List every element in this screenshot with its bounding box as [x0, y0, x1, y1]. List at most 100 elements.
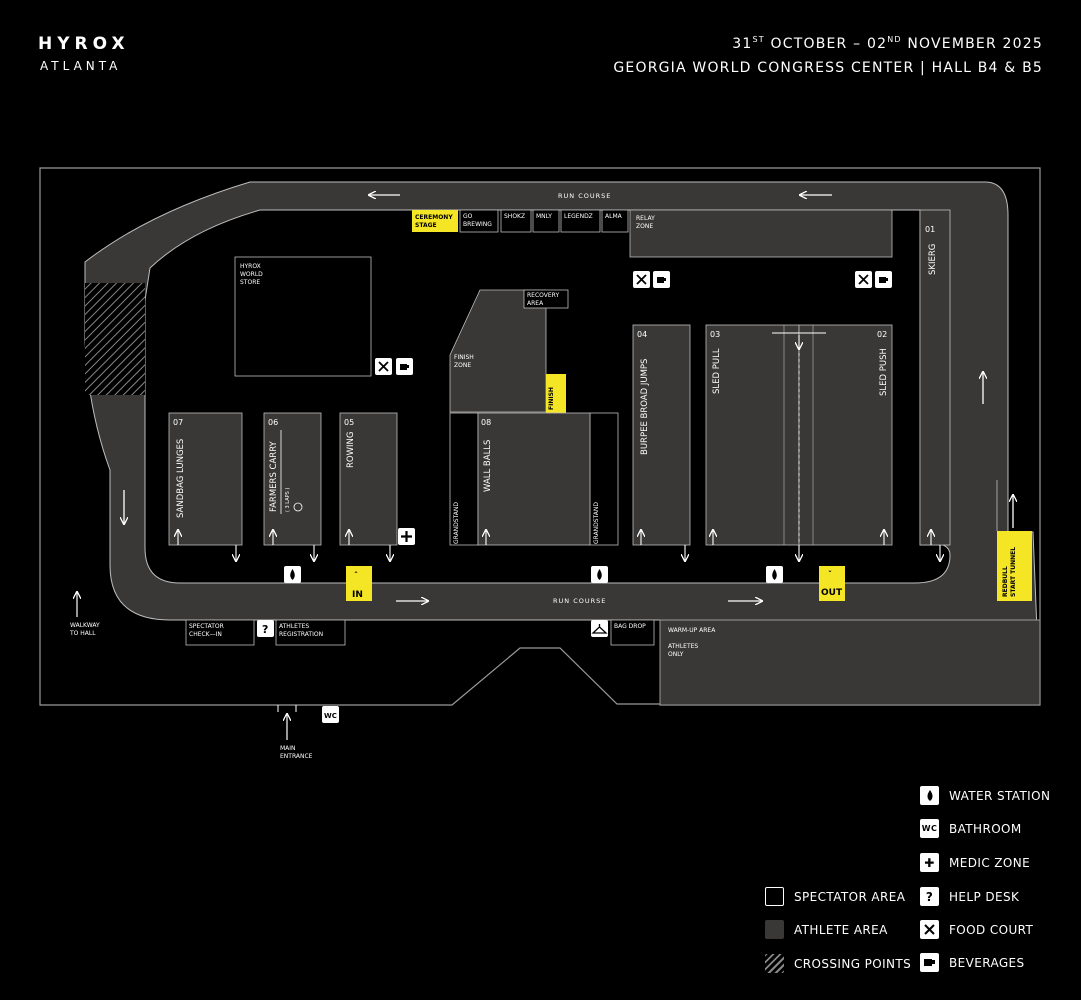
store-label-2: WORLD [240, 271, 263, 278]
legend-bathroom: WC BATHROOM [920, 819, 1022, 838]
station-04-burpee-broad-jumps [632, 324, 691, 546]
booth-go-brewing [459, 209, 499, 233]
athlete-area-swatch [765, 920, 784, 939]
city-name: ATLANTA [40, 59, 122, 73]
run-course-bottom-label: RUN COURSE [553, 597, 606, 605]
s07-name: SANDBAG LUNGES [176, 439, 186, 518]
redbull-label-2: START TUNNEL [1010, 547, 1017, 597]
recovery-label-1: RECOVERY [527, 292, 559, 299]
s06-note: ( 3 LAPS ) [285, 488, 291, 512]
medic-zone-icon: ✚ [920, 853, 939, 872]
station-07-sandbag-lunges [168, 412, 243, 546]
legendz-label: LEGENDZ [564, 213, 593, 220]
food-court-icon [633, 271, 650, 288]
out-chevron-icon: ˇ [828, 569, 832, 579]
food-court-icon [375, 358, 392, 375]
date-mid: OCTOBER – 02 [764, 36, 888, 52]
athletes-only-label-1: ATHLETES [668, 643, 698, 650]
beverages-icon [920, 953, 939, 972]
finish-line [546, 374, 566, 414]
athletes-registration [275, 619, 346, 646]
medic-zone-icon [398, 528, 415, 545]
legend-help-label: HELP DESK [949, 889, 1020, 904]
legend-athlete: ATHLETE AREA [765, 920, 888, 939]
crossing-points-swatch [765, 954, 784, 973]
bag-drop [610, 619, 655, 646]
booth-shokz [500, 209, 532, 233]
s03-name: SLED PULL [712, 348, 722, 394]
recovery-area [523, 289, 569, 309]
station-arrows [178, 530, 940, 561]
s04-name: BURPEE BROAD JUMPS [640, 359, 650, 455]
grandstand-left [449, 412, 479, 546]
wc-icon-text: WC [324, 712, 337, 720]
out-label: OUT [821, 588, 843, 598]
ceremony-label-2: STAGE [415, 222, 437, 229]
help-desk-icon: ? [920, 887, 939, 906]
ceremony-label-1: CEREMONY [415, 214, 453, 221]
bag-drop-icon [591, 620, 608, 637]
legend-crossing-label: CROSSING POINTS [794, 956, 912, 971]
s07-num: 07 [173, 418, 183, 427]
station-01-skierg [919, 209, 951, 546]
food-court-icon [920, 920, 939, 939]
registration-label-2: REGISTRATION [279, 631, 323, 638]
beverages-icon [396, 358, 413, 375]
bag-drop-label: BAG DROP [614, 623, 646, 630]
water-station-icon [766, 566, 783, 583]
water-station-icon [920, 786, 939, 805]
grandstand-left-label: GRANDSTAND [453, 502, 460, 544]
booth-alma [601, 209, 629, 233]
legend-food-label: FOOD COURT [949, 922, 1034, 937]
in-chevron-icon: ˆ [354, 570, 358, 580]
walkway-label-1: WALKWAY [70, 622, 100, 629]
help-desk-icon: ? [257, 620, 274, 637]
relay-zone-label-2: ZONE [636, 223, 653, 230]
grandstand-right-label: GRANDSTAND [593, 502, 600, 544]
s08-name: WALL BALLS [483, 440, 493, 492]
food-court-icon [855, 271, 872, 288]
entrance-label-1: MAIN [280, 745, 296, 752]
grandstand-right [589, 412, 619, 546]
svg-text:?: ? [262, 623, 268, 636]
date-sup2: ND [887, 35, 902, 44]
legend-beverages-label: BEVERAGES [949, 955, 1025, 970]
go-label-2: BREWING [463, 221, 492, 228]
legend-water-label: WATER STATION [949, 788, 1051, 803]
legend-help: ? HELP DESK [920, 887, 1019, 906]
alma-label: ALMA [605, 213, 623, 220]
bathroom-icon: WC [322, 706, 339, 723]
warmup-label: WARM-UP AREA [668, 627, 716, 634]
relay-zone-label-1: RELAY [636, 215, 655, 222]
booth-mnly [532, 209, 560, 233]
hyrox-world-store [234, 256, 372, 377]
store-label-1: HYROX [240, 263, 261, 270]
legend-crossing: CROSSING POINTS [765, 954, 911, 973]
station-02-sled-push [798, 324, 893, 546]
entrance-label-2: ENTRANCE [280, 753, 313, 760]
station-05-rowing [339, 412, 398, 546]
finish-label: FINISH [548, 387, 555, 410]
legend-spectator-label: SPECTATOR AREA [794, 889, 906, 904]
redbull-label-1: REDBULL [1002, 566, 1009, 597]
store-label-3: STORE [240, 279, 260, 286]
athletes-only-label-2: ONLY [668, 651, 684, 658]
crossing-point [85, 283, 145, 395]
water-station-icon [591, 566, 608, 583]
water-station-icon [284, 566, 301, 583]
legend-athlete-label: ATHLETE AREA [794, 922, 888, 937]
shokz-label: SHOKZ [504, 213, 525, 220]
legend-medic: ✚ MEDIC ZONE [920, 853, 1030, 872]
finish-zone-label-2: ZONE [454, 362, 471, 369]
registration-label-1: ATHLETES [279, 623, 309, 630]
s01-name: SKIERG [928, 244, 938, 275]
date-day1: 31 [732, 36, 753, 52]
booth-legendz [560, 209, 601, 233]
redbull-start-tunnel [997, 531, 1032, 601]
legend-water: WATER STATION [920, 786, 1050, 805]
out-marker [819, 566, 845, 601]
s04-num: 04 [637, 330, 647, 339]
date-end: NOVEMBER 2025 [901, 36, 1043, 52]
s06-num: 06 [268, 418, 278, 427]
s03-num: 03 [710, 330, 720, 339]
